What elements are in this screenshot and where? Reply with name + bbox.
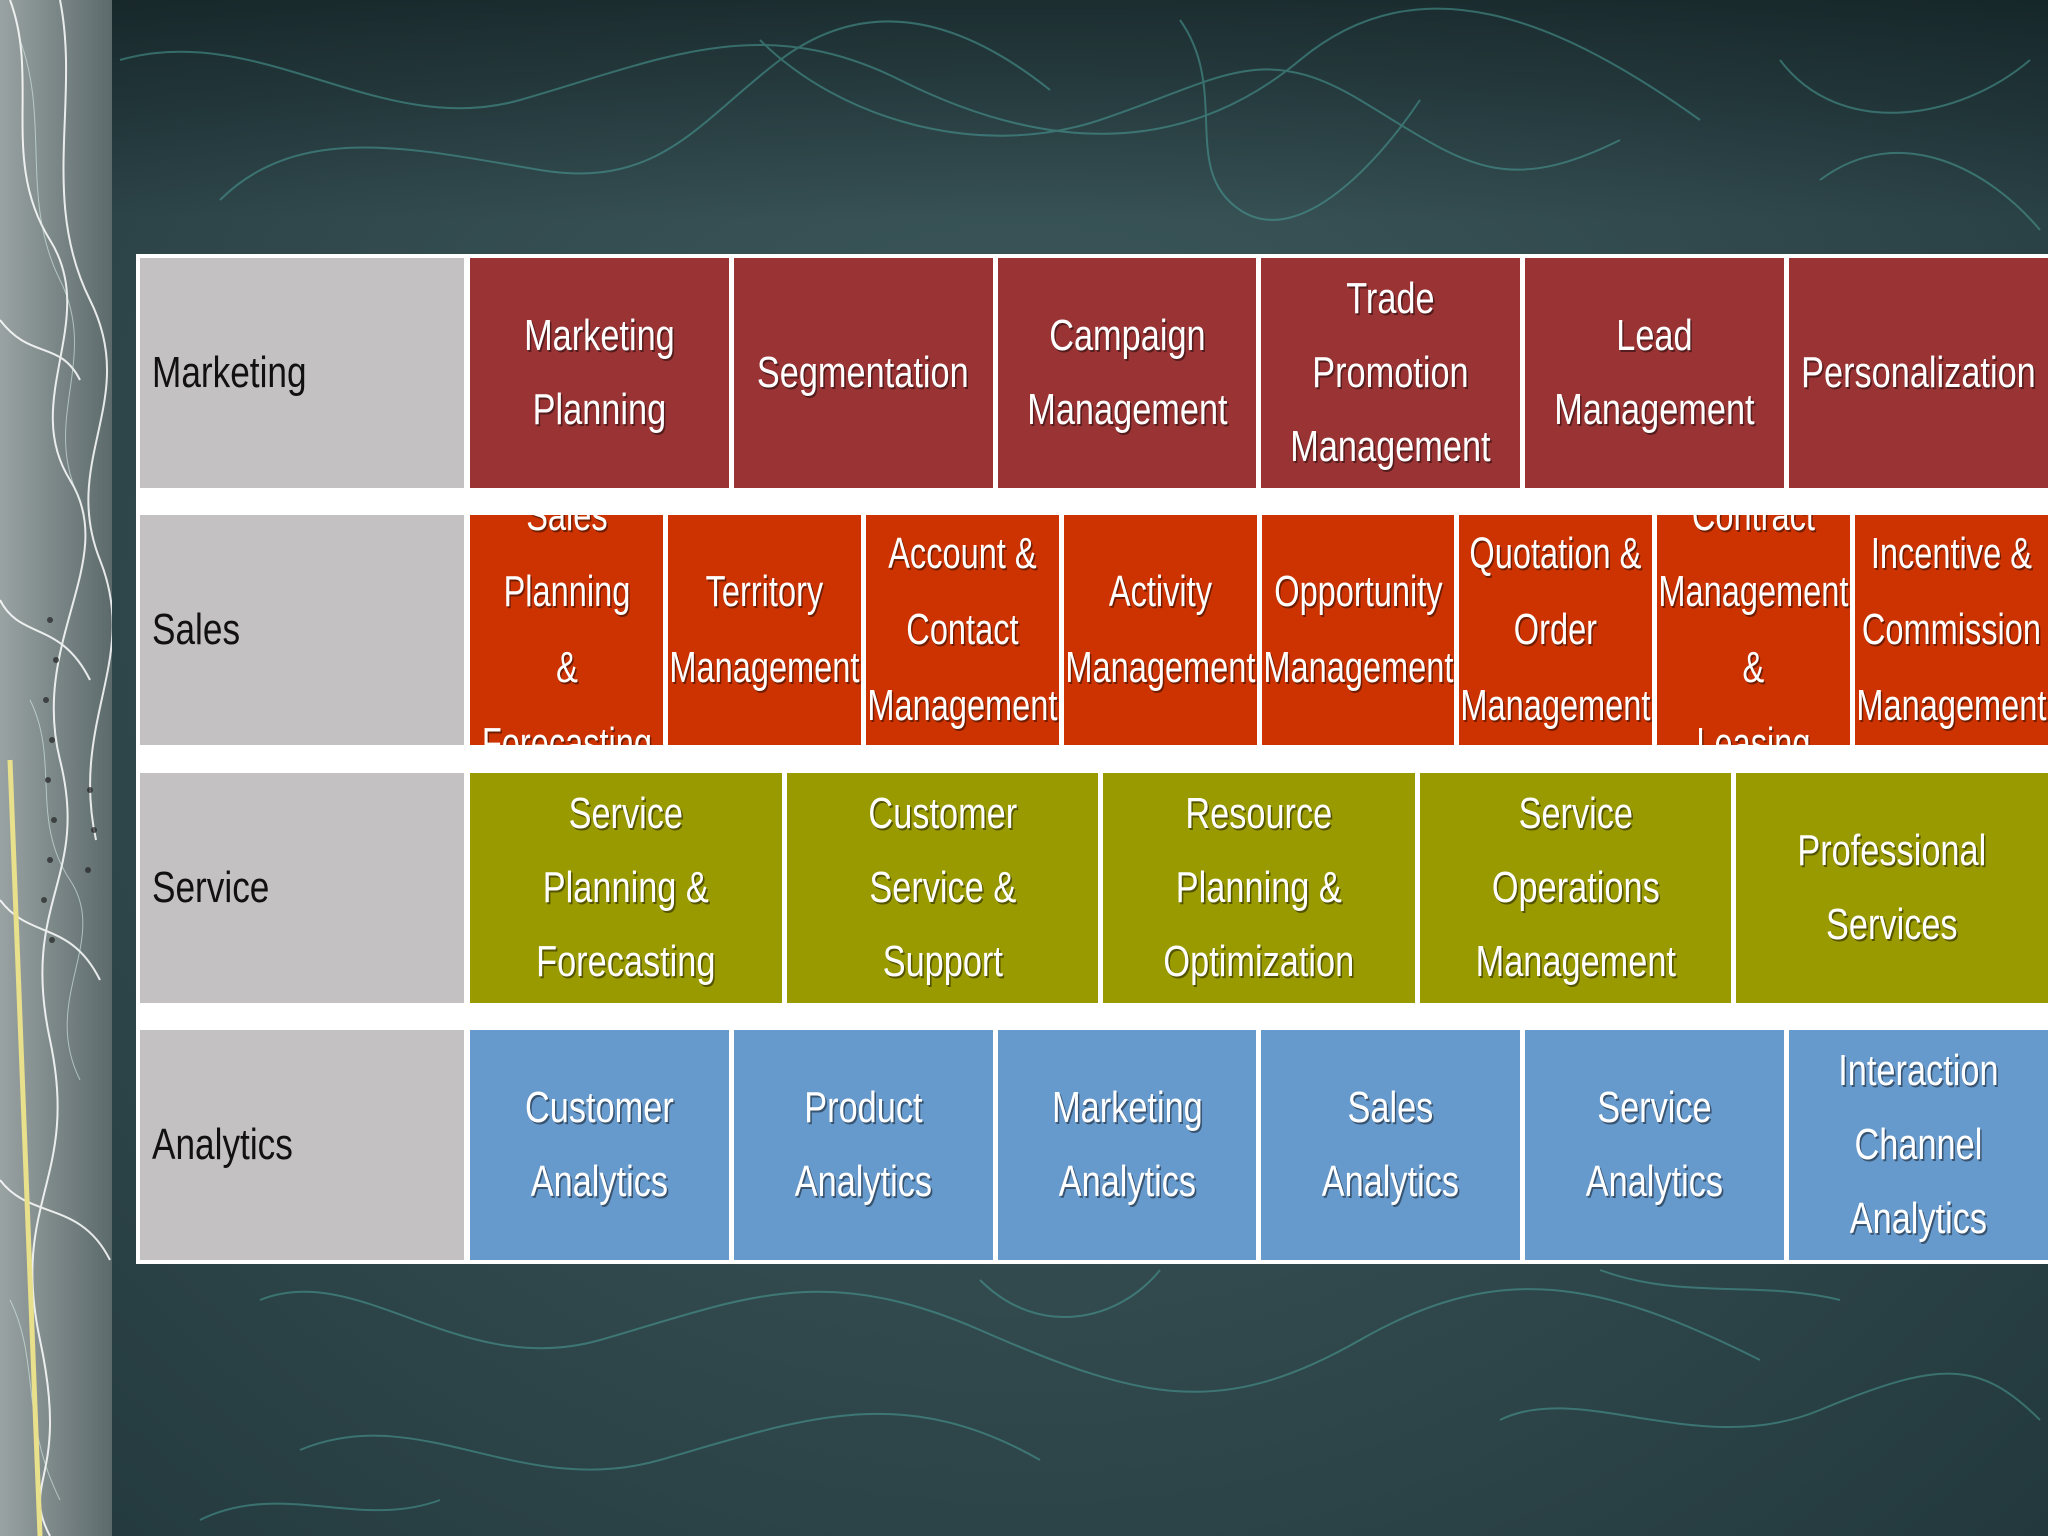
capability-cell: Trade Promotion Management — [1261, 258, 1521, 488]
capability-cell-text: Customer Service & Support — [868, 788, 1017, 986]
row-label-text: Marketing — [152, 348, 307, 397]
capability-cell-text: Sales Planning & Forecasting — [481, 515, 652, 746]
capability-cell: Sales Analytics — [1261, 1029, 1521, 1260]
capability-cell: Quotation & Order Management — [1459, 515, 1653, 746]
row-label-text: Service — [152, 862, 270, 912]
capability-cell: Customer Analytics — [470, 1029, 729, 1260]
capability-cell: Lead Management — [1525, 258, 1785, 488]
row-cells: Service Planning & Forecasting Customer S… — [470, 772, 2048, 1003]
capability-cell-text: Service Planning & Forecasting — [536, 788, 716, 986]
capability-cell-text: Campaign Management — [1026, 311, 1228, 434]
capability-cell-text: Activity Management — [1065, 567, 1256, 693]
capability-cell-text: Product Analytics — [794, 1082, 932, 1206]
grid-row-analytics: Analytics Customer Analytics Product Analy… — [140, 1029, 2048, 1260]
capability-cell-text: Segmentation — [757, 348, 970, 397]
capability-cell-text: Service Analytics — [1586, 1082, 1724, 1206]
capability-cell: Account & Contact Management — [865, 515, 1059, 746]
capability-cell-text: Resource Planning & Optimization — [1163, 788, 1355, 986]
capability-cell-text: Personalization — [1801, 348, 2036, 397]
capability-cell: Segmentation — [733, 258, 993, 488]
grid-row-marketing: Marketing Marketing Planning Segmentation C… — [140, 258, 2048, 488]
capability-cell: Interaction Channel Analytics — [1789, 1029, 2048, 1260]
capability-cell: Marketing Planning — [470, 258, 729, 488]
capability-cell-text: Customer Analytics — [525, 1082, 674, 1206]
capability-cell-text: Quotation & Order Management — [1460, 529, 1651, 731]
capability-cell-text: Territory Management — [669, 567, 860, 693]
capability-cell-text: Interaction Channel Analytics — [1838, 1045, 1999, 1243]
capability-cell-text: Sales Analytics — [1322, 1082, 1460, 1206]
capability-cell: Service Analytics — [1525, 1029, 1785, 1260]
row-label: Sales — [140, 515, 464, 746]
capability-cell-text: Contract Management & Leasing — [1658, 515, 1849, 746]
row-label: Marketing — [140, 258, 464, 488]
capability-cell: Customer Service & Support — [786, 772, 1099, 1003]
row-cells: Customer Analytics Product Analytics Marke… — [470, 1029, 2048, 1260]
capability-cell: Sales Planning & Forecasting — [470, 515, 663, 746]
capability-cell-text: Incentive & Commission Management — [1856, 529, 2047, 731]
capability-cell: Territory Management — [667, 515, 861, 746]
capability-cell: Product Analytics — [733, 1029, 993, 1260]
capability-cell: Opportunity Management — [1261, 515, 1455, 746]
row-cells: Marketing Planning Segmentation Campaign M… — [470, 258, 2048, 488]
capability-cell: Service Planning & Forecasting — [470, 772, 782, 1003]
capability-cell: Incentive & Commission Management — [1855, 515, 2048, 746]
row-label: Analytics — [140, 1029, 464, 1260]
capability-cell: Resource Planning & Optimization — [1103, 772, 1415, 1003]
row-label-text: Analytics — [152, 1119, 293, 1169]
capability-cell-text: Professional Services — [1797, 825, 1987, 949]
row-label-text: Sales — [152, 605, 241, 655]
capability-cell: Marketing Analytics — [997, 1029, 1257, 1260]
row-label: Service — [140, 772, 464, 1003]
capability-cell: Contract Management & Leasing — [1657, 515, 1851, 746]
capability-cell: Campaign Management — [997, 258, 1257, 488]
capability-cell: Professional Services — [1736, 772, 2048, 1003]
capability-cell-text: Trade Promotion Management — [1290, 274, 1492, 471]
capability-cell-text: Service Operations Management — [1475, 788, 1676, 986]
grid-row-service: Service Service Planning & Forecasting Cus… — [140, 772, 2048, 1003]
capability-cell-text: Marketing Planning — [524, 311, 675, 434]
capability-cell-text: Opportunity Management — [1262, 567, 1453, 693]
capability-cell-text: Marketing Analytics — [1051, 1082, 1203, 1206]
top-shade — [0, 0, 2048, 220]
capability-cell-text: Account & Contact Management — [867, 529, 1058, 731]
topographic-map-strip — [0, 0, 112, 1536]
capability-cell: Service Operations Management — [1419, 772, 1732, 1003]
capability-cell-text: Lead Management — [1554, 311, 1755, 434]
capability-cell: Personalization — [1789, 258, 2048, 488]
capability-cell: Activity Management — [1063, 515, 1257, 746]
